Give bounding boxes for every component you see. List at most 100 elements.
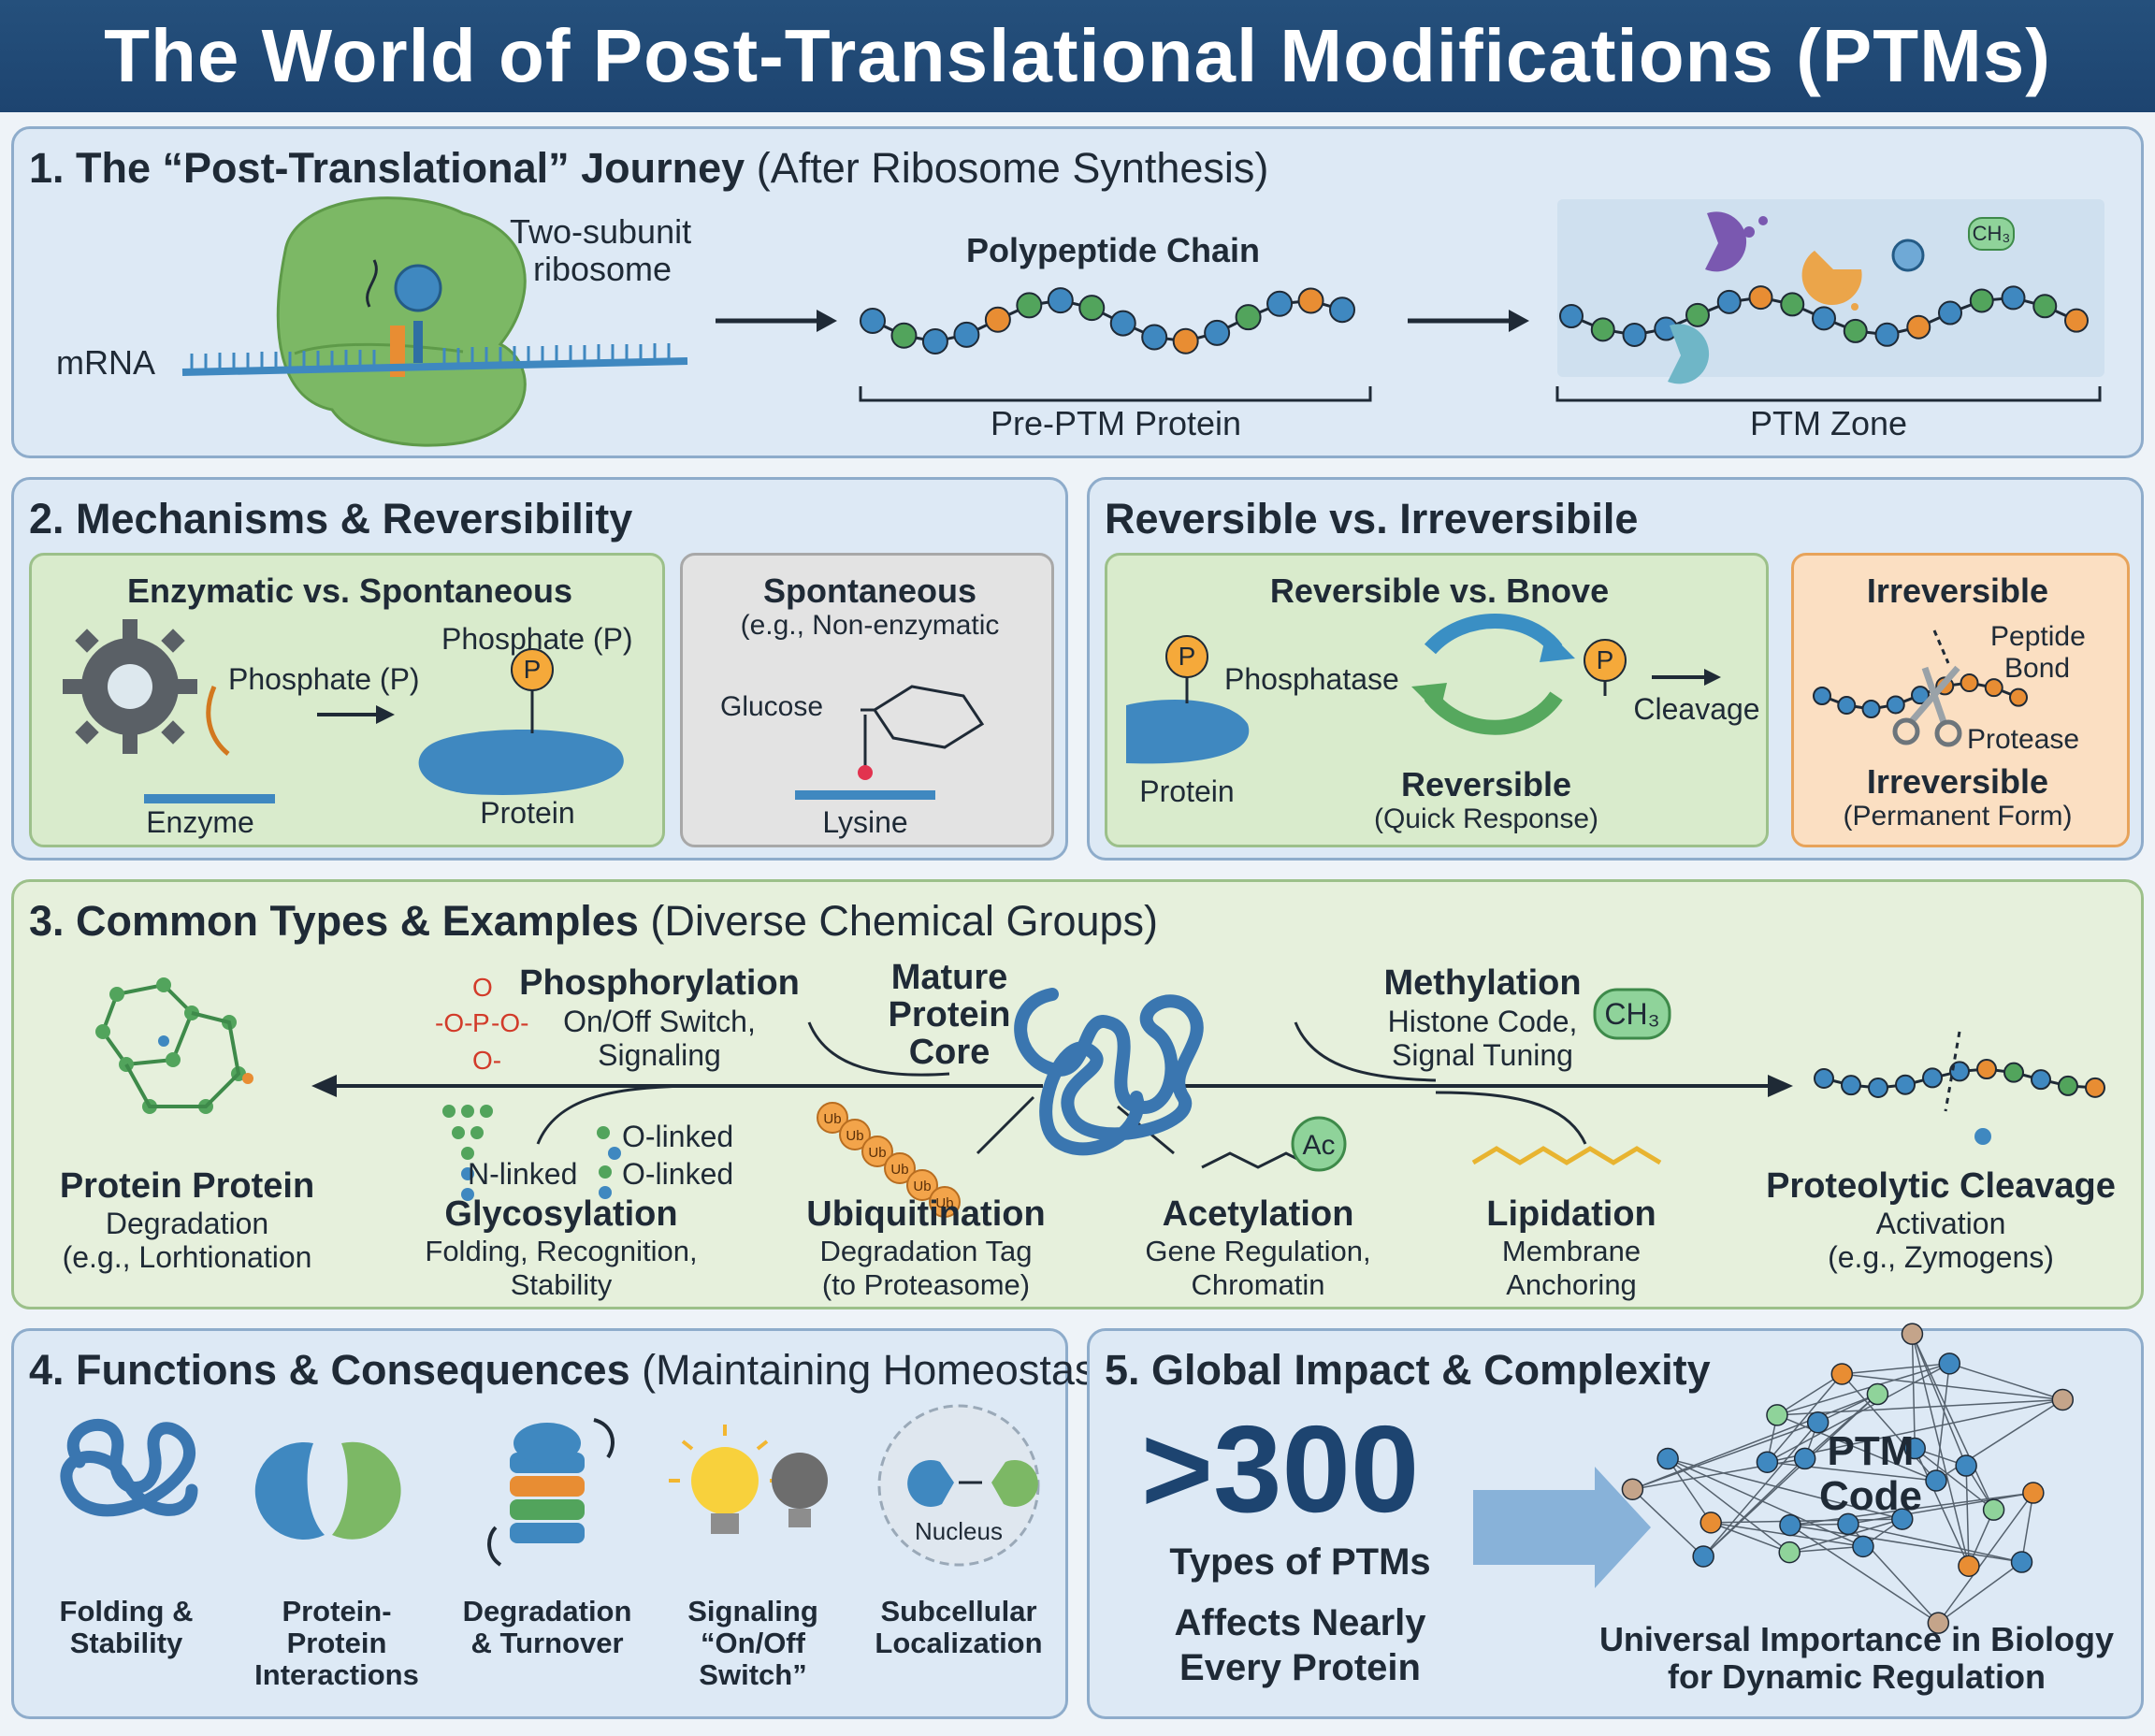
bead <box>1716 289 1742 314</box>
card-spontaneous: Spontaneous (e.g., Non-enzymatic Glucose… <box>680 553 1054 847</box>
section-impact: 5. Global Impact & Complexity >300 Types… <box>1087 1323 2144 1719</box>
bead <box>984 306 1011 333</box>
enz-title: Enzymatic vs. Spontaneous <box>126 571 573 610</box>
universal-2: for Dynamic Regulation <box>1667 1657 2047 1696</box>
cell-icon <box>877 1404 1040 1567</box>
bead <box>1172 327 1199 354</box>
cleaved-chain <box>1813 673 2028 718</box>
network-node <box>1756 1451 1779 1473</box>
card-reversible: Reversible vs. Bnove P P Phosphatase Pro… <box>1105 553 1769 847</box>
ubi-title: Ubiquitination <box>806 1194 1046 1234</box>
acetyl-group-icon <box>1201 1116 1347 1172</box>
lightbulb-icon <box>669 1425 781 1534</box>
modified-chain <box>1559 285 2089 347</box>
link-atom <box>858 765 873 780</box>
bead <box>1685 302 1710 327</box>
spont-lysine: Lysine <box>822 805 908 839</box>
ubiquitin-label: Ub <box>823 1111 841 1127</box>
network-node <box>1837 1512 1859 1536</box>
network-node <box>1866 1382 1889 1406</box>
n-linked: N-linked <box>468 1157 578 1191</box>
pp-desc-1: Degradation <box>105 1207 269 1240</box>
network-node <box>1958 1555 1980 1577</box>
ubiquitin-bead <box>884 1152 916 1184</box>
bead <box>2085 1077 2105 1098</box>
acet-title: Acetylation <box>1162 1194 1354 1234</box>
network-node <box>1793 1447 1816 1470</box>
bead <box>1984 678 2003 698</box>
card-enzymatic: Enzymatic vs. Spontaneous Phosphate (P) … <box>29 553 665 847</box>
bead <box>1109 310 1136 337</box>
prot-desc-2: (e.g., Zymogens) <box>1828 1240 2054 1274</box>
functions-illustration <box>60 1404 1040 1567</box>
code-2: Code <box>1819 1473 1922 1519</box>
glyco-desc-2: Stability <box>510 1268 613 1301</box>
o-linked-b: O-linked <box>622 1157 734 1191</box>
protein-core-icon <box>1014 988 1204 1156</box>
bead <box>1204 319 1231 346</box>
types-label: Types of PTMs <box>1169 1541 1431 1583</box>
network-node <box>2010 1551 2033 1573</box>
network-node <box>1891 1508 1914 1530</box>
ubiquitin-bead <box>839 1119 871 1150</box>
phosphate-group-icon: O-O-P-O-O- <box>435 973 528 1075</box>
network-node <box>2022 1482 2045 1504</box>
enz-phosphate-a: Phosphate (P) <box>228 662 420 696</box>
protein-label: Protein <box>1139 774 1235 808</box>
network-node <box>1621 1478 1644 1500</box>
section-2-heading: 2. Mechanisms & Reversibility <box>29 495 633 542</box>
bead <box>1868 1077 1888 1098</box>
section-3-heading: 3. Common Types & Examples (Diverse Chem… <box>29 897 1159 945</box>
bead <box>1748 285 1773 311</box>
network-node <box>1779 1513 1801 1537</box>
core-2: Protein <box>888 995 1011 1034</box>
bead <box>1960 673 1979 693</box>
pre-ptm-bracket <box>859 386 1372 402</box>
glyco-desc-1: Folding, Recognition, <box>425 1235 698 1267</box>
ubiquitin-label: Ub <box>868 1145 886 1161</box>
ptm-zone-bracket <box>1555 386 2102 402</box>
phosphate-icon <box>511 648 554 691</box>
ribosome-label-2: ribosome <box>533 250 673 288</box>
core-3: Core <box>908 1033 991 1072</box>
bead <box>1078 295 1106 322</box>
bead <box>1895 1074 1916 1095</box>
prot-title: Proteolytic Cleavage <box>1766 1166 2116 1206</box>
impact-arrow <box>1473 1467 1651 1588</box>
bead <box>1949 1061 1970 1082</box>
bead <box>1874 322 1900 347</box>
bead <box>1976 1059 1997 1080</box>
network-node <box>1938 1353 1960 1375</box>
ubiquitin-label: Ub <box>890 1162 908 1178</box>
rev-card-title: Reversible vs. Bnove <box>1269 571 1610 610</box>
cycle-arrow-bottom <box>1424 690 1563 735</box>
section-4-heading: 4. Functions & Consequences (Maintaining… <box>29 1346 1140 1394</box>
bead <box>1235 304 1262 331</box>
bead <box>1266 290 1294 317</box>
o-linked-a: O-linked <box>622 1120 734 1153</box>
bead <box>1622 322 1647 347</box>
p-left: P <box>1178 642 1196 671</box>
section-reversibility: Reversible vs. Irreversibile Reversible … <box>1087 477 2144 861</box>
enzyme-icons <box>1668 211 2015 384</box>
ribosome-icon <box>276 196 527 447</box>
methyl-tag-icon <box>1593 988 1671 1040</box>
phosphatase-label: Phosphatase <box>1224 662 1399 696</box>
ubiquitin-label: Ub <box>913 1179 931 1194</box>
arrow-left <box>311 1075 337 1097</box>
reversible-label: Reversible <box>1400 765 1572 803</box>
cycle-arrow-top <box>1424 614 1563 655</box>
ubi-desc-1: Degradation Tag <box>819 1235 1033 1267</box>
ubiquitin-bead <box>861 1136 893 1167</box>
nucleus-label: Nucleus <box>915 1517 1003 1545</box>
lipid-chain-icon <box>1471 1146 1662 1165</box>
bead <box>2032 294 2058 319</box>
bead <box>921 327 948 354</box>
glyco-title: Glycosylation <box>444 1194 678 1234</box>
network-node <box>1806 1410 1830 1434</box>
spont-title: Spontaneous <box>762 571 977 610</box>
trna-icon <box>366 259 442 377</box>
